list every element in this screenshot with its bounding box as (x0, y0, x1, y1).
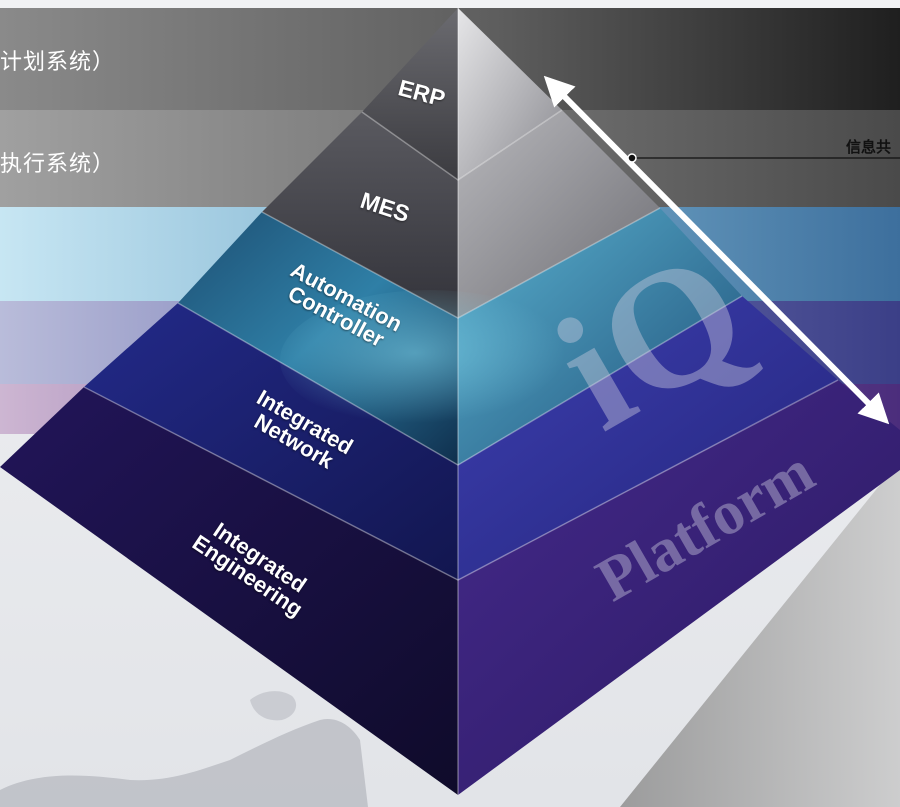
face-erp-left (362, 8, 458, 180)
face-network-left (84, 303, 458, 580)
pyramid-shadow (620, 460, 900, 807)
face-erp-right (458, 8, 562, 180)
callout-dot (627, 153, 637, 163)
crystal-glow (280, 290, 580, 430)
world-map-silhouette (0, 718, 368, 807)
info-sharing-arrow (543, 75, 890, 425)
island-silhouette (250, 691, 297, 721)
face-mes-left (262, 112, 458, 318)
info-sharing-label: 信息共 (846, 138, 892, 156)
band-label-erp: 计划系统） (0, 50, 116, 75)
face-engineering-right (458, 380, 900, 795)
face-engineering-left (0, 387, 458, 795)
band-label-mes: 执行系统） (0, 152, 116, 177)
